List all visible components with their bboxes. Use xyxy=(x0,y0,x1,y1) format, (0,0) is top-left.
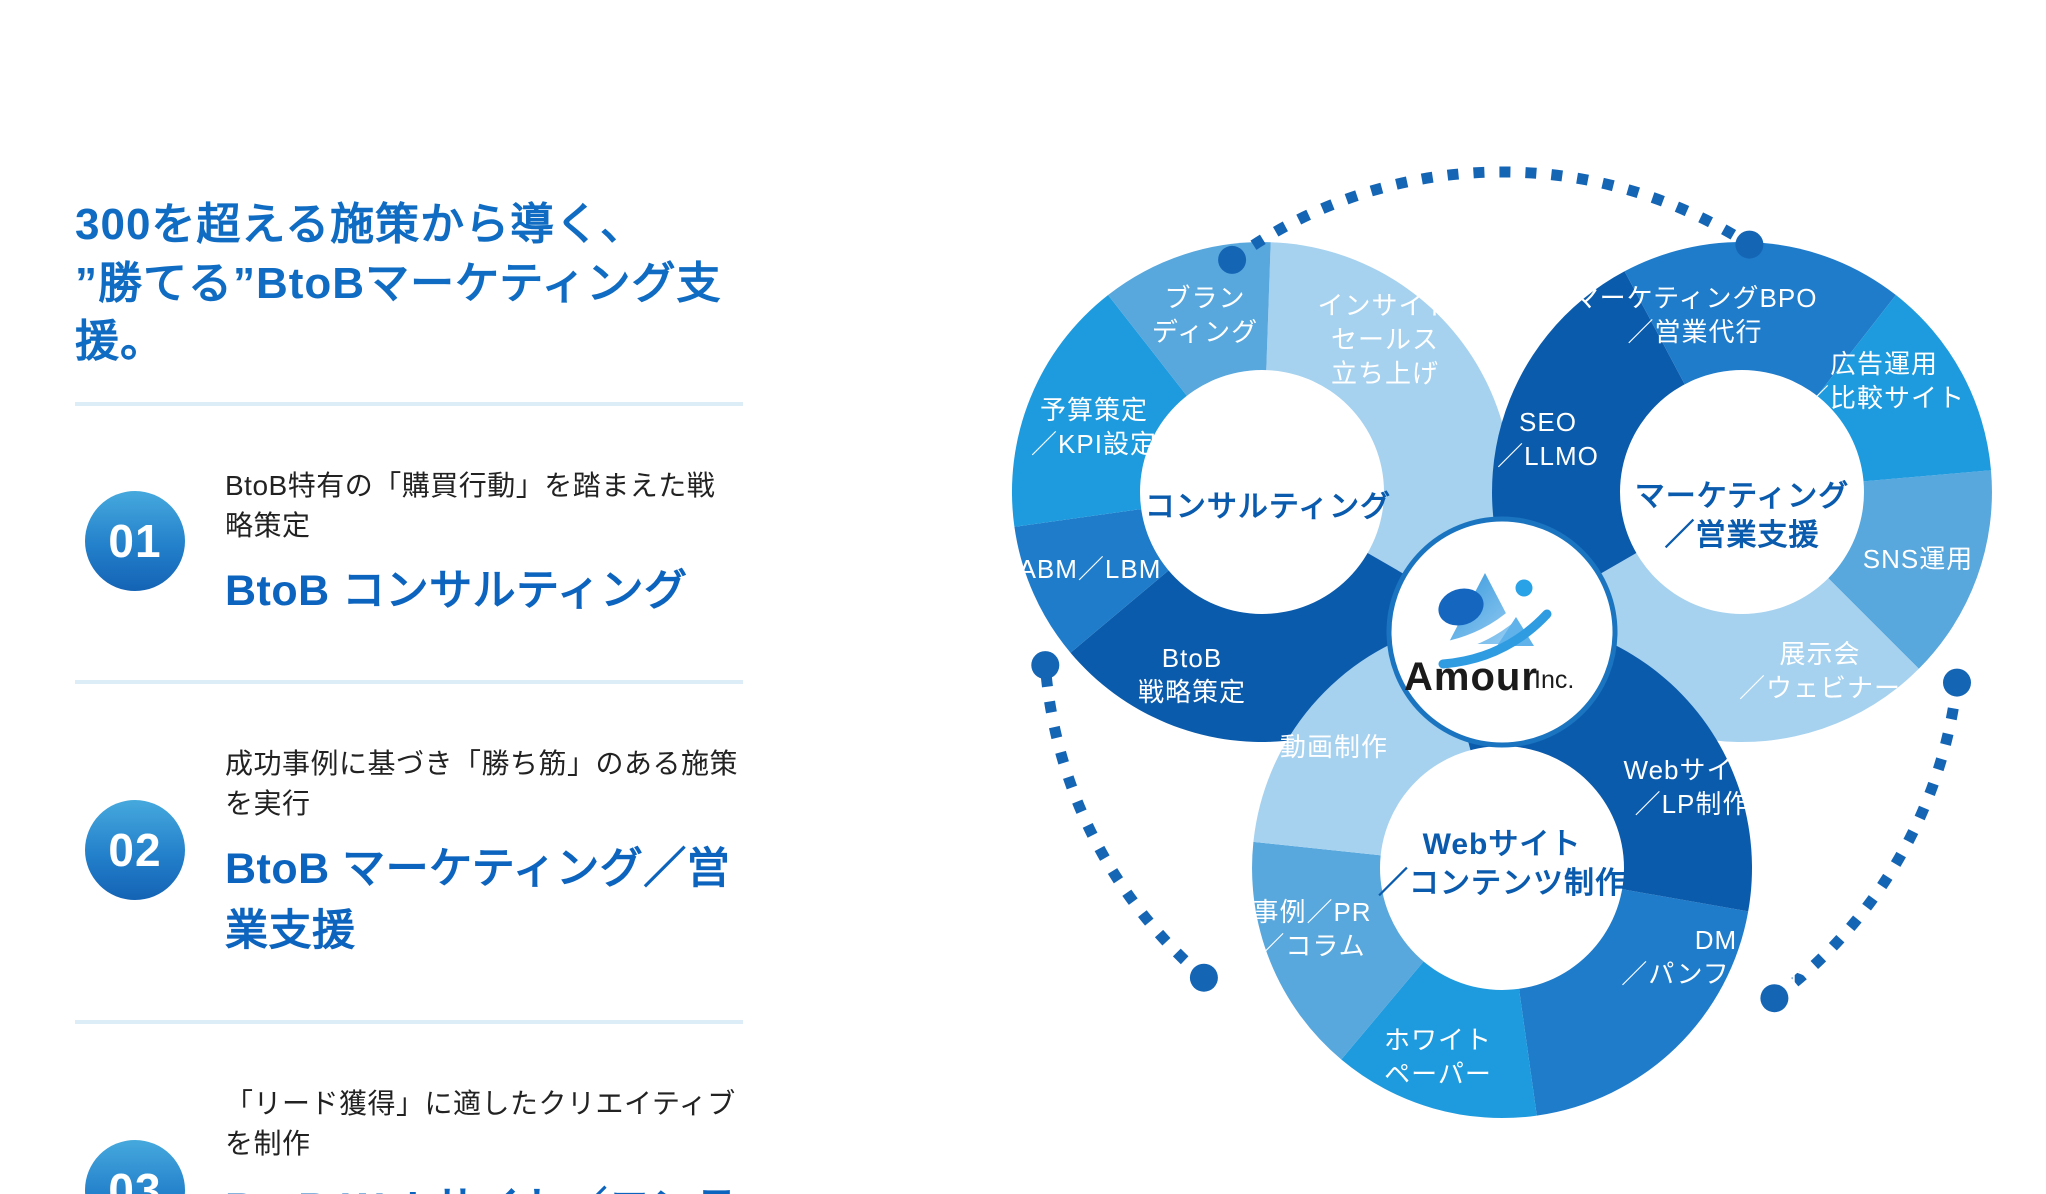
connector-dot xyxy=(1735,230,1764,259)
ring-inner-circle xyxy=(1620,370,1864,614)
dotted-arc xyxy=(1771,681,1963,1003)
connector-dot xyxy=(1218,245,1247,274)
service-list: 01 BtoB特有の「購買行動」を踏まえた戦略策定 BtoB コンサルティング 02 成… xyxy=(75,401,743,1194)
item-number-badge: 02 xyxy=(85,799,185,900)
ring-consulting xyxy=(1011,242,1512,742)
item-description: 成功事例に基づき「勝ち筋」のある施策を実行 xyxy=(225,747,739,819)
segment xyxy=(1624,242,1896,492)
connector-dot xyxy=(1189,963,1218,992)
item-title: BtoB Webサイト／コンテンツ制作 xyxy=(225,1174,743,1194)
item-title: BtoB コンサルティング xyxy=(225,566,688,615)
connector-dot xyxy=(1943,668,1971,697)
page-title: 300を超える施策から導く、 ”勝てる”BtoBマーケティング支援。 xyxy=(75,196,743,372)
service-item-03: 03「リード獲得」に適したクリエイティブを制作BtoB Webサイト／コンテンツ… xyxy=(75,1024,743,1194)
service-item-01: 01 BtoB特有の「購買行動」を踏まえた戦略策定 BtoB コンサルティング xyxy=(75,406,743,680)
item-number-badge: 01 xyxy=(85,490,185,591)
ring-inner-circle xyxy=(1140,370,1384,614)
service-item-02: 02 成功事例に基づき「勝ち筋」のある施策を実行 BtoB マーケティング／営業支援 xyxy=(75,684,743,1020)
divider xyxy=(75,679,743,684)
connector-dot xyxy=(1031,651,1060,680)
item-description: BtoB特有の「購買行動」を踏まえた戦略策定 xyxy=(225,469,716,541)
connector-dot xyxy=(1760,984,1789,1013)
title-line-1: 300を超える施策から導く、 xyxy=(75,200,646,249)
center-hub: Amour Inc. xyxy=(1386,516,1618,748)
company-name: Amour xyxy=(1404,655,1538,699)
company-suffix: Inc. xyxy=(1534,666,1574,694)
ring-inner-circle xyxy=(1380,746,1624,990)
divider xyxy=(75,401,743,406)
item-title: BtoB マーケティング／営業支援 xyxy=(225,844,731,955)
dotted-arc xyxy=(1228,166,1753,265)
item-description: 「リード獲得」に適したクリエイティブを制作 xyxy=(225,1087,736,1159)
amour-logo-icon xyxy=(1424,573,1552,669)
title-line-2: ”勝てる”BtoBマーケティング支援。 xyxy=(75,258,722,367)
dotted-connectors xyxy=(1031,166,1971,1013)
divider xyxy=(75,1019,743,1024)
